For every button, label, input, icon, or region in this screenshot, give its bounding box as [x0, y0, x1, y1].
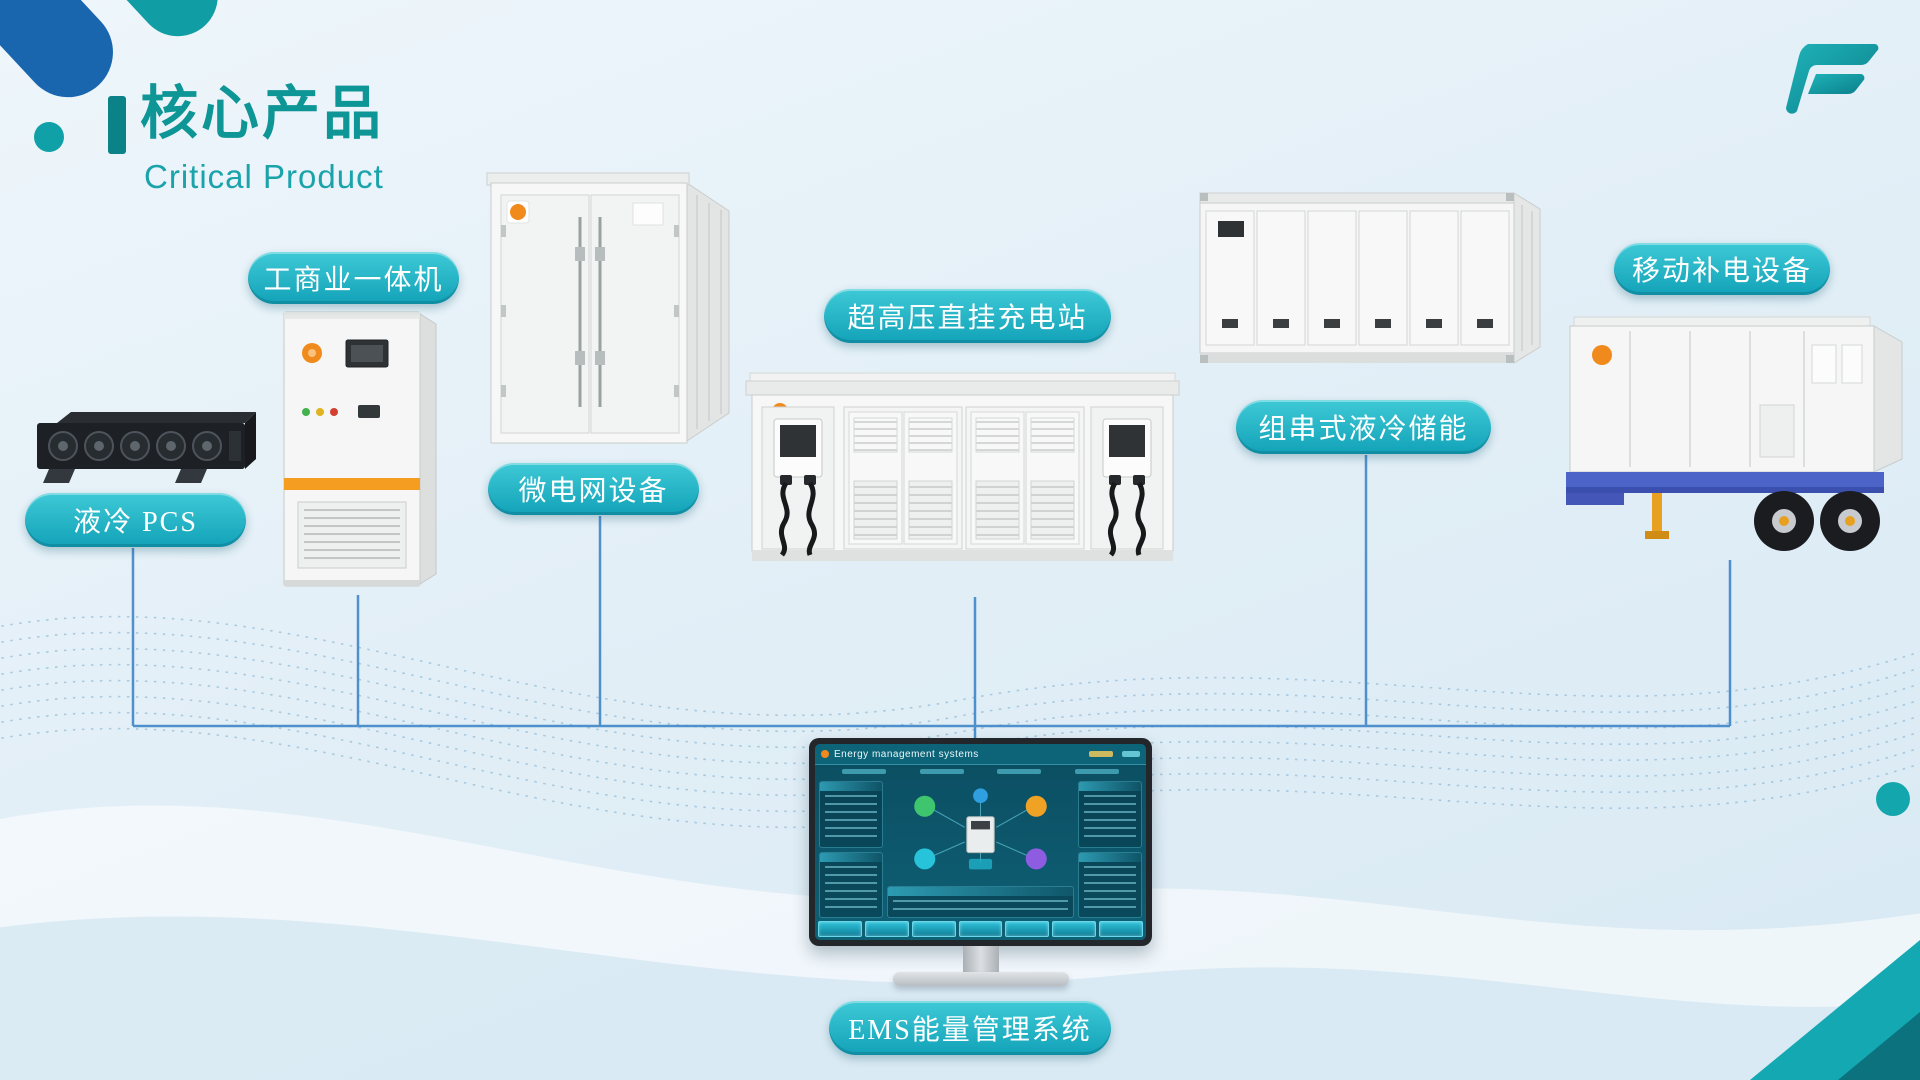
- monitor-neck: [962, 946, 999, 972]
- node-orange: [1025, 795, 1047, 817]
- mode-item: [997, 769, 1042, 774]
- ems-panel-left-bottom: [819, 851, 883, 918]
- ems-titlebar: Energy management systems: [815, 744, 1146, 765]
- ems-screen: Energy management systems: [815, 744, 1146, 940]
- ems-clock-chip: [1122, 751, 1140, 757]
- mode-item: [919, 769, 964, 774]
- ems-button: [958, 921, 1003, 937]
- ems-panel-center-bottom: [887, 886, 1074, 918]
- ems-panel-left-top: [819, 781, 883, 848]
- door-bay-1: [843, 406, 963, 550]
- microgrid-illustration: [486, 172, 730, 444]
- label-ems-system: EMS能量管理系统: [829, 1001, 1111, 1055]
- right-dispenser: [1090, 406, 1164, 557]
- ems-button-row: [815, 921, 1146, 940]
- string-storage-illustration: [1199, 192, 1541, 364]
- ems-mode-bar: [815, 765, 1146, 778]
- charging-station-illustration: [745, 372, 1180, 561]
- page-subtitle: Critical Product: [144, 158, 384, 195]
- ems-button: [864, 921, 909, 937]
- label-mobile-power: 移动补电设备: [1614, 243, 1830, 295]
- ems-button: [1099, 921, 1144, 937]
- door-bay-2: [965, 406, 1085, 550]
- pcs-illustration: [37, 412, 256, 483]
- wheels: [1754, 491, 1880, 551]
- ems-flow-diagram: [914, 788, 1047, 870]
- cabinet-illustration: [283, 311, 437, 587]
- decoration-dot-right: [1876, 782, 1910, 816]
- ems-button: [1005, 921, 1050, 937]
- ems-panel-right-top: [1078, 781, 1142, 848]
- node-purple: [1025, 848, 1047, 870]
- title-accent-bar: [108, 96, 126, 154]
- brand-dot-icon: [1592, 345, 1612, 365]
- ems-title: Energy management systems: [834, 748, 979, 760]
- label-commercial-all-in-one: 工商业一体机: [248, 252, 459, 304]
- ems-dashboard: [815, 778, 1146, 921]
- ems-button: [1052, 921, 1097, 937]
- label-microgrid-equipment: 微电网设备: [488, 463, 699, 515]
- node-green: [914, 795, 936, 817]
- ems-button: [818, 921, 862, 937]
- label-hv-charging-station: 超高压直挂充电站: [824, 289, 1111, 343]
- ems-monitor: Energy management systems: [809, 738, 1152, 986]
- ems-status-chip: [1089, 751, 1113, 757]
- page-title: 核心产品: [140, 81, 385, 146]
- decoration-dot-left: [34, 122, 64, 152]
- mode-item: [841, 769, 886, 774]
- ems-panel-right-bottom: [1078, 851, 1142, 918]
- monitor-bezel: Energy management systems: [809, 738, 1152, 946]
- ems-logo-icon: [821, 750, 829, 758]
- brand-dot-icon: [510, 204, 526, 220]
- left-dispenser: [761, 406, 835, 557]
- node-cyan: [914, 848, 936, 870]
- mode-item: [1075, 769, 1120, 774]
- label-string-storage: 组串式液冷储能: [1236, 400, 1491, 454]
- corner-decoration-bottom-right: [1750, 940, 1920, 1080]
- ems-button: [911, 921, 956, 937]
- label-liquid-cooled-pcs: 液冷 PCS: [25, 493, 246, 547]
- brand-logo: [1786, 43, 1879, 114]
- mobile-power-illustration: [1566, 316, 1903, 551]
- monitor-base: [892, 972, 1069, 986]
- node-blue: [973, 788, 988, 804]
